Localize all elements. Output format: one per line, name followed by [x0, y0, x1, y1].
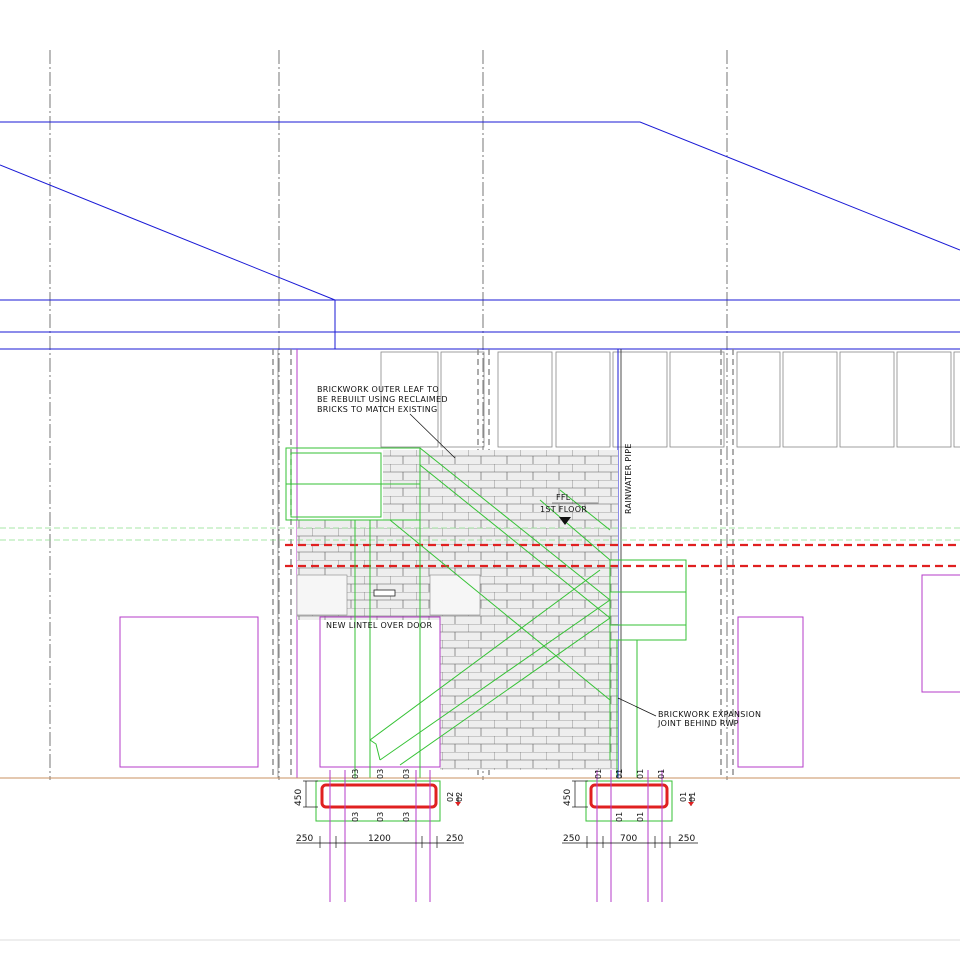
grid-axis-lines	[49, 50, 728, 780]
brickwork-note-line-3: BRICKS TO MATCH EXISTING	[317, 405, 438, 414]
foundation-left-bar-mark-5: 03	[376, 812, 385, 822]
lintel-marker	[373, 589, 396, 597]
ffl-label: FFL	[556, 493, 571, 502]
foundation-left-dim-left: 250	[296, 834, 313, 844]
brickwork-leader	[409, 413, 456, 459]
foundation-left-bar-mark-3: 03	[402, 769, 411, 779]
ffl-floor-label: 1ST FLOOR	[540, 505, 587, 514]
foundation-right-dim-mid: 700	[620, 834, 637, 844]
window-opening-right	[737, 616, 804, 768]
foundation-left-bar-mark-6: 03	[402, 812, 411, 822]
door-opening	[319, 616, 441, 768]
foundation-right-dim-right: 250	[678, 834, 695, 844]
brickwork-note-line-2: BE REBUILT USING RECLAIMED	[317, 395, 448, 404]
expansion-note-line-1: BRICKWORK EXPANSION	[658, 710, 761, 719]
brickwork-note-line-1: BRICKWORK OUTER LEAF TO	[317, 385, 439, 394]
foundation-right-bar-mark-4: 01	[657, 769, 666, 779]
foundation-left-dim-right: 250	[446, 834, 463, 844]
foundation-right-bar-mark-3: 01	[636, 769, 645, 779]
foundation-left-depth-dim: 450	[294, 789, 304, 806]
foundation-left: 03 03 03 03 03 03 02 02 450 250 1200 250	[294, 769, 464, 902]
expansion-note-line-2: JOINT BEHIND RWP	[657, 719, 739, 728]
level-lines	[0, 527, 960, 568]
foundation-left-dim-mid: 1200	[368, 834, 391, 844]
foundation-right-bar-mark-5: 01	[615, 812, 624, 822]
foundation-right: 01 01 01 01 01 01 01 01 450 250 700 250	[562, 769, 698, 902]
foundation-right-depth-dim: 450	[563, 789, 573, 806]
foundation-right-bar-mark-1: 01	[594, 769, 603, 779]
external-stair	[285, 447, 687, 778]
openings	[119, 574, 960, 768]
annotations: BRICKWORK OUTER LEAF TO BE REBUILT USING…	[317, 385, 761, 728]
foundation-left-bar-mark-4: 03	[351, 812, 360, 822]
lintel-note: NEW LINTEL OVER DOOR	[326, 621, 432, 630]
ground-line	[0, 777, 960, 941]
foundation-left-side-mark-2: 02	[455, 792, 464, 802]
roof-outline	[0, 121, 960, 350]
foundation-right-bar-mark-6: 01	[636, 812, 645, 822]
foundation-right-side-mark-1: 01	[679, 792, 688, 802]
window-opening-far-right	[921, 574, 960, 693]
foundation-left-beam	[320, 783, 438, 809]
foundation-left-bar-mark-2: 03	[376, 769, 385, 779]
brickwork-infill	[296, 450, 618, 770]
ffl-marker: FFL 1ST FLOOR	[540, 493, 598, 525]
foundation-left-bar-mark-1: 03	[351, 769, 360, 779]
foundation-left-side-mark-1: 02	[446, 792, 455, 802]
foundation-right-dim-left: 250	[563, 834, 580, 844]
window-opening-left	[119, 616, 259, 768]
window-panels	[380, 351, 960, 448]
foundation-right-side-mark-2: 01	[688, 792, 697, 802]
foundation-right-beam	[589, 783, 669, 809]
expansion-leader	[617, 697, 657, 717]
rainwater-pipe-label: RAINWATER PIPE	[624, 443, 633, 514]
foundation-right-bar-mark-2: 01	[615, 769, 624, 779]
